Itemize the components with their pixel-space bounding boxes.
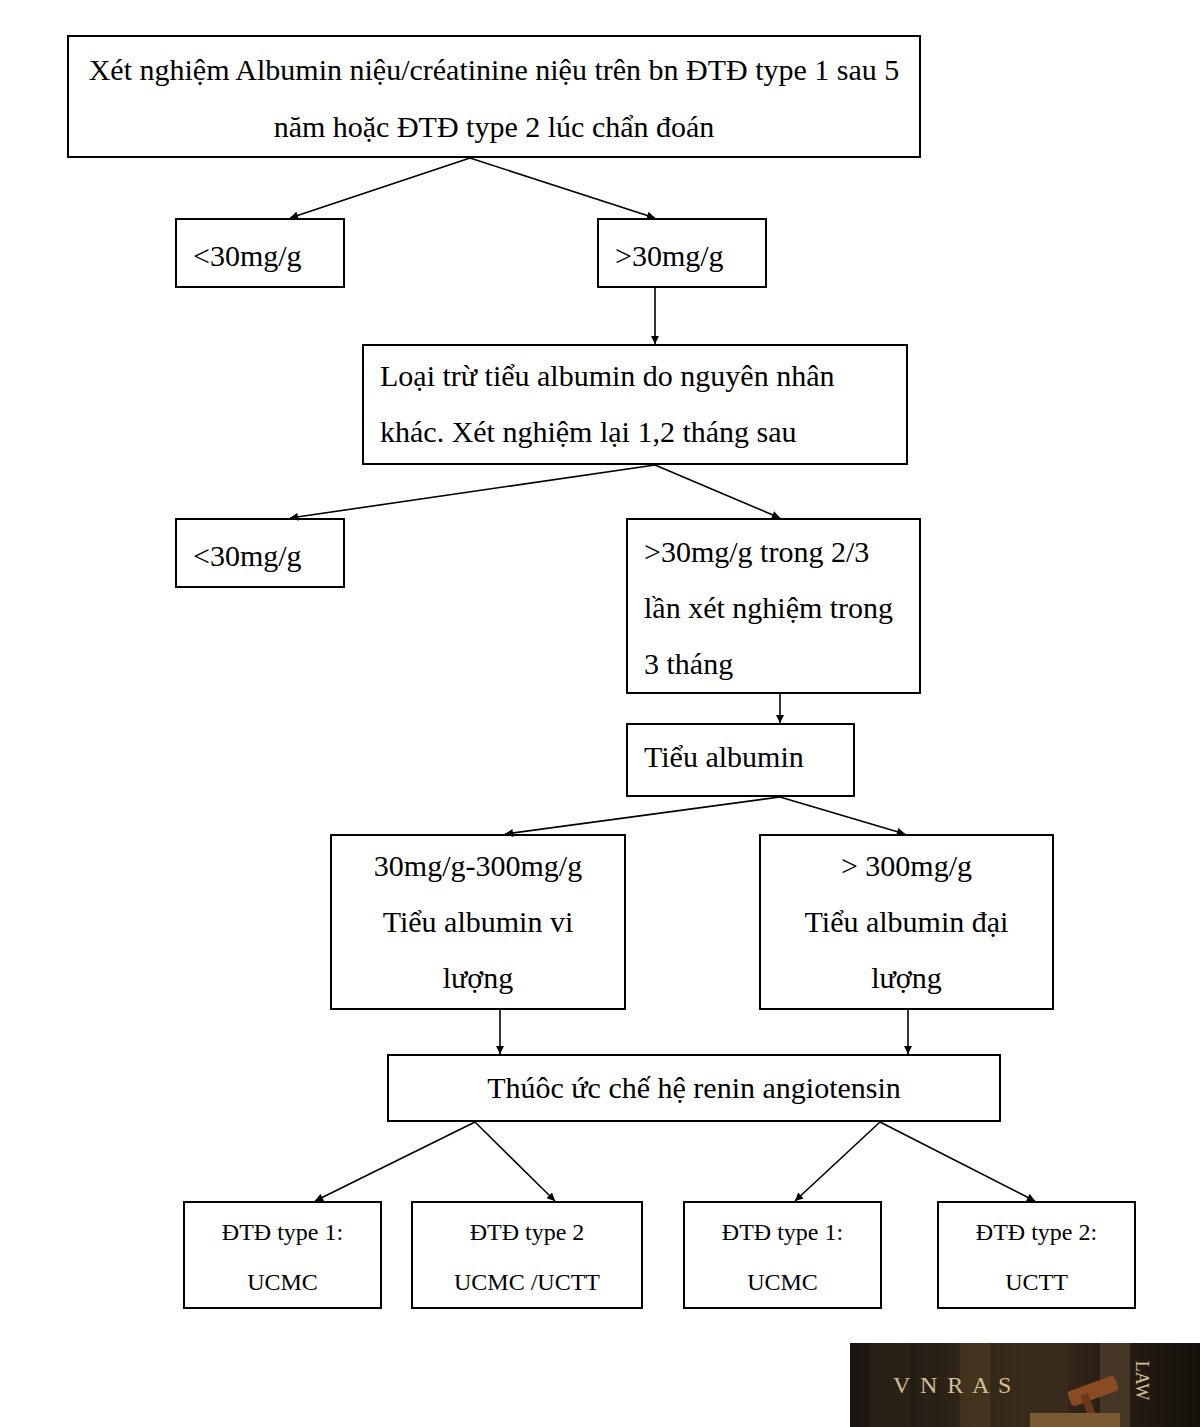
node-text: <30mg/g (193, 228, 343, 284)
flow-arrow (779, 694, 781, 723)
node-text: UCMC /UCTT (419, 1257, 635, 1307)
node-text: >30mg/g trong 2/3 lần xét nghiệm trong 3… (644, 524, 911, 692)
node-text: 30mg/g-300mg/g (372, 838, 584, 894)
node-text: Loại trừ tiểu albumin do nguyên nhân khá… (380, 348, 896, 460)
watermark-text: LAW (1131, 1361, 1152, 1401)
flow-arrow (907, 1010, 909, 1054)
flow-arrow (654, 288, 656, 344)
flow-arrow (470, 158, 655, 218)
node-text: ĐTĐ type 2: (945, 1207, 1128, 1257)
drug-box: ĐTĐ type 2UCMC /UCTT (411, 1201, 643, 1309)
node-text: ĐTĐ type 1: (691, 1207, 874, 1257)
flow-arrow (780, 797, 905, 834)
result-box: >30mg/g (597, 218, 767, 288)
flow-arrow (505, 797, 780, 834)
node-text: Tiểu albumin đại lượng (797, 894, 1016, 1006)
node-text: UCMC (691, 1257, 874, 1307)
node-text: Tiểu albumin vi lượng (372, 894, 584, 1006)
treatment-box: Thúôc ức chế hệ renin angiotensin (387, 1054, 1001, 1122)
category-box: > 300mg/gTiểu albumin đại lượng (759, 834, 1054, 1010)
node-text: > 300mg/g (797, 838, 1016, 894)
node-text: >30mg/g (615, 228, 765, 284)
flow-arrow (290, 465, 655, 518)
start-box: Xét nghiệm Albumin niệu/créatinine niệu … (67, 35, 921, 158)
flow-arrow (475, 1122, 555, 1201)
node-text: ĐTĐ type 2 (419, 1207, 635, 1257)
flow-arrow (290, 158, 470, 218)
node-text: Xét nghiệm Albumin niệu/créatinine niệu … (87, 41, 901, 155)
flow-arrow (795, 1122, 880, 1201)
category-box: 30mg/g-300mg/gTiểu albumin vi lượng (330, 834, 626, 1010)
drug-box: ĐTĐ type 1:UCMC (683, 1201, 882, 1309)
result-box: <30mg/g (175, 218, 345, 288)
node-text: <30mg/g (193, 528, 343, 584)
flow-arrow (880, 1122, 1035, 1201)
process-box: Loại trừ tiểu albumin do nguyên nhân khá… (362, 344, 908, 465)
drug-box: ĐTĐ type 2:UCTT (937, 1201, 1136, 1309)
node-text: ĐTĐ type 1: (191, 1207, 374, 1257)
flow-arrow (499, 1010, 501, 1054)
node-text: Thúôc ức chế hệ renin angiotensin (399, 1060, 989, 1116)
watermark-text: V N R A S (893, 1372, 1013, 1399)
process-box: Tiểu albumin (626, 723, 855, 797)
node-text: UCTT (945, 1257, 1128, 1307)
node-text: UCMC (191, 1257, 374, 1307)
flow-arrow (655, 465, 780, 518)
node-text: Tiểu albumin (644, 729, 845, 785)
flow-arrow (315, 1122, 475, 1201)
result-box: <30mg/g (175, 518, 345, 588)
result-box: >30mg/g trong 2/3 lần xét nghiệm trong 3… (626, 518, 921, 694)
drug-box: ĐTĐ type 1:UCMC (183, 1201, 382, 1309)
